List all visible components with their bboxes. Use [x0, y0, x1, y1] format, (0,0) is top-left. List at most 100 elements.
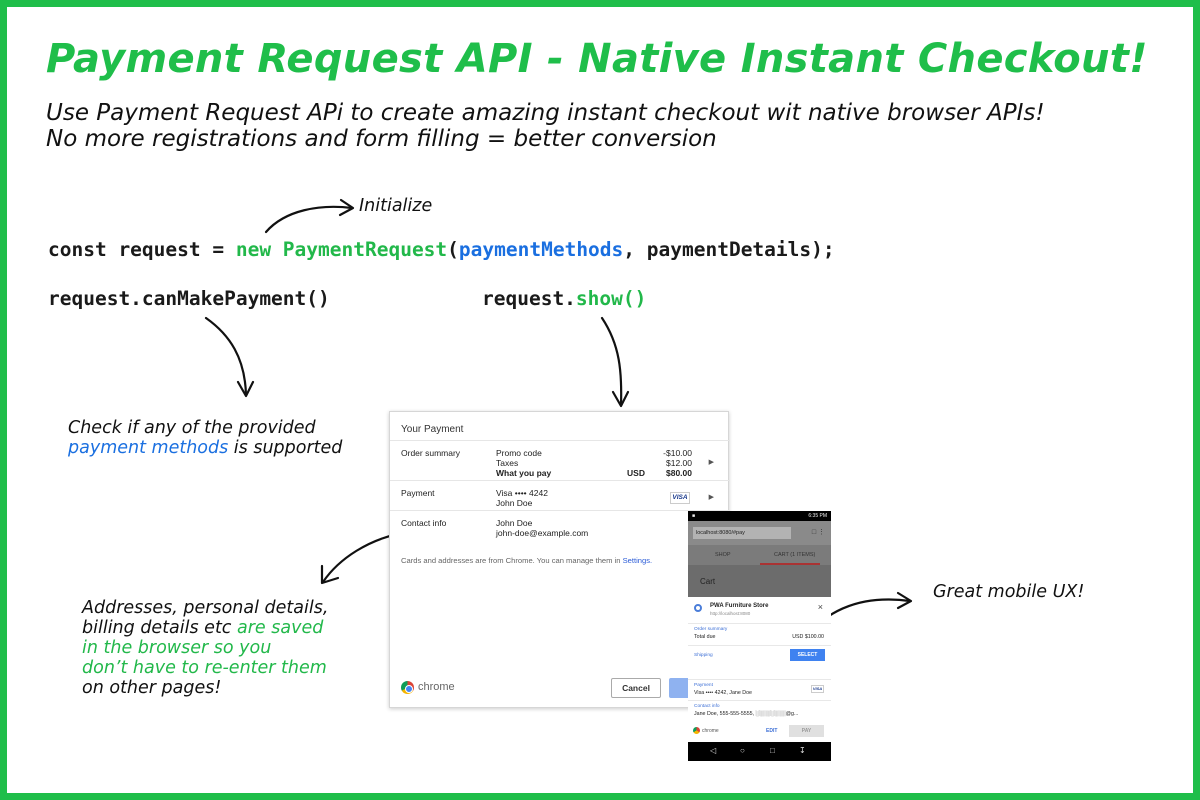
subtitle-line-1: Use Payment Request APi to create amazin… — [46, 100, 1045, 126]
contact-email: john-doe@example.com — [496, 528, 589, 538]
payment-value: Visa •••• 4242 John Doe — [496, 488, 548, 508]
saved-line-1: Addresses, personal details, — [82, 598, 329, 618]
store-host: http://localhost:8080 — [710, 611, 751, 616]
mobile-shipping-row: Shipping SELECT — [688, 645, 831, 667]
check-line-1: Check if any of the provided — [68, 418, 316, 438]
check-line-2: payment methods is supported — [68, 438, 342, 458]
code-show-call: show() — [575, 287, 647, 310]
cart-heading: Cart — [700, 577, 716, 586]
card-holder: John Doe — [496, 498, 533, 508]
what-you-pay-label: What you pay — [496, 468, 552, 478]
tab-shop[interactable]: SHOP — [715, 552, 731, 558]
code-show: request.show() — [482, 287, 646, 310]
dialog-title: Your Payment — [401, 424, 464, 435]
edit-button[interactable]: EDIT — [766, 728, 778, 734]
visa-icon: VISA — [811, 685, 824, 693]
total-due-value: USD $100.00 — [792, 634, 824, 640]
mobile-contact-row[interactable]: Contact info Jane Doe, 555-555-5555, ░░░… — [688, 700, 831, 720]
shop-tabs: SHOP CART (1 ITEMS) — [688, 545, 831, 565]
browser-url-bar: localhost:8080/#pay □ ⋮ — [688, 521, 831, 545]
check-supported: is supported — [228, 438, 343, 458]
notification-icon: ■ — [692, 513, 696, 519]
back-icon[interactable]: ◁ — [710, 746, 717, 755]
saved-line-5: on other pages! — [82, 678, 222, 698]
order-summary-label: Order summary — [401, 448, 461, 458]
code-can-make-payment: request.canMakePayment() — [48, 287, 330, 310]
menu-icon[interactable]: □ ⋮ — [811, 529, 825, 536]
shipping-label: Shipping — [694, 653, 713, 658]
home-icon[interactable]: ○ — [740, 746, 745, 755]
code-payment-methods: paymentMethods — [458, 238, 624, 261]
chrome-brand-text: chrome — [418, 681, 455, 693]
order-summary-items: Promo code Taxes What you pay — [496, 448, 551, 478]
keyboard-hide-icon[interactable]: ↧ — [799, 746, 806, 755]
mobile-phone-screenshot: ■ 6:35 PM localhost:8080/#pay □ ⋮ SHOP C… — [688, 511, 831, 761]
taxes-value: $12.00 — [666, 458, 692, 468]
dialog-note: Cards and addresses are from Chrome. You… — [401, 556, 652, 565]
subtitle-line-2: No more registrations and form filling =… — [46, 126, 717, 152]
contact-label: Contact info — [401, 518, 447, 528]
initialize-label: Initialize — [359, 196, 433, 216]
contact-value: John Doe john-doe@example.com — [496, 518, 588, 538]
mobile-ux-label: Great mobile UX! — [933, 582, 1085, 602]
tab-cart[interactable]: CART (1 ITEMS) — [774, 552, 816, 558]
close-icon[interactable]: × — [817, 602, 823, 612]
mobile-payment-value: Visa •••• 4242, Jane Doe — [694, 690, 752, 696]
code-const: const request = — [48, 238, 236, 261]
saved-line-2a: billing details etc — [82, 618, 237, 638]
chevron-right-icon: ▶ — [708, 459, 714, 466]
tab-underline — [760, 563, 820, 565]
status-bar: ■ 6:35 PM — [688, 511, 831, 521]
dialog-note-text: Cards and addresses are from Chrome. You… — [401, 556, 623, 565]
visa-icon: VISA — [670, 492, 690, 504]
check-payment-methods: payment methods — [68, 438, 229, 458]
promo-label: Promo code — [496, 448, 542, 458]
saved-line-3: in the browser so you — [82, 638, 272, 658]
store-name: PWA Furniture Store — [710, 603, 769, 609]
check-annotation: Check if any of the provided payment met… — [68, 418, 342, 458]
contact-name: John Doe — [496, 518, 533, 528]
payment-row[interactable]: Payment Visa •••• 4242 John Doe VISA ▶ — [390, 480, 730, 510]
mobile-payment-row[interactable]: Payment Visa •••• 4242, Jane Doe VISA — [688, 679, 831, 699]
code-paren: ( — [447, 238, 459, 261]
code-payment-details: , paymentDetails); — [623, 238, 835, 261]
store-icon — [694, 604, 702, 612]
desktop-payment-dialog: Your Payment Order summary Promo code Ta… — [389, 411, 730, 708]
saved-line-4: don’t have to re-enter them — [82, 658, 327, 678]
select-shipping-button[interactable]: SELECT — [790, 649, 825, 661]
saved-line-2: billing details etc are saved — [82, 618, 328, 638]
payment-label: Payment — [401, 488, 435, 498]
saved-annotation: Addresses, personal details, billing det… — [82, 598, 328, 698]
sheet-footer: chrome EDIT PAY — [688, 721, 831, 741]
contact-row[interactable]: Contact info John Doe john-doe@example.c… — [390, 510, 730, 540]
code-line-request: const request = new PaymentRequest(payme… — [48, 238, 835, 261]
page-title: Payment Request API - Native Instant Che… — [46, 36, 1148, 82]
mobile-order-summary[interactable]: Order summary Total due USD $100.00 — [688, 623, 831, 645]
url-input[interactable]: localhost:8080/#pay — [693, 527, 791, 539]
android-nav-bar: ◁ ○ □ ↧ — [688, 742, 831, 761]
taxes-label: Taxes — [496, 458, 519, 468]
order-summary-values: -$10.00 $12.00 $80.00 — [663, 448, 692, 478]
recents-icon[interactable]: □ — [770, 746, 775, 755]
chrome-icon — [693, 727, 700, 734]
chrome-icon — [401, 681, 414, 694]
total-due-label: Total due — [694, 634, 716, 640]
currency-label: USD — [627, 468, 645, 478]
mobile-pay-button[interactable]: PAY — [789, 725, 824, 737]
chrome-brand-text: chrome — [702, 728, 719, 734]
payment-sheet: PWA Furniture Store http://localhost:808… — [688, 597, 831, 742]
settings-link[interactable]: Settings. — [622, 556, 653, 565]
cart-header: Cart — [688, 565, 831, 597]
code-request-prefix: request. — [482, 287, 576, 310]
order-summary-row[interactable]: Order summary Promo code Taxes What you … — [390, 440, 730, 480]
chrome-logo: chrome — [401, 681, 481, 695]
promo-value: -$10.00 — [663, 448, 692, 458]
status-time: 6:35 PM — [808, 513, 827, 519]
mobile-contact-label: Contact info — [694, 704, 720, 709]
cancel-button[interactable]: Cancel — [611, 678, 661, 698]
code-new-paymentrequest: new PaymentRequest — [235, 238, 448, 261]
chevron-right-icon: ▶ — [708, 494, 714, 501]
card-number: Visa •••• 4242 — [496, 488, 548, 498]
mobile-contact-value: Jane Doe, 555-555-5555, ░░░░░░░░@g... — [694, 711, 799, 717]
